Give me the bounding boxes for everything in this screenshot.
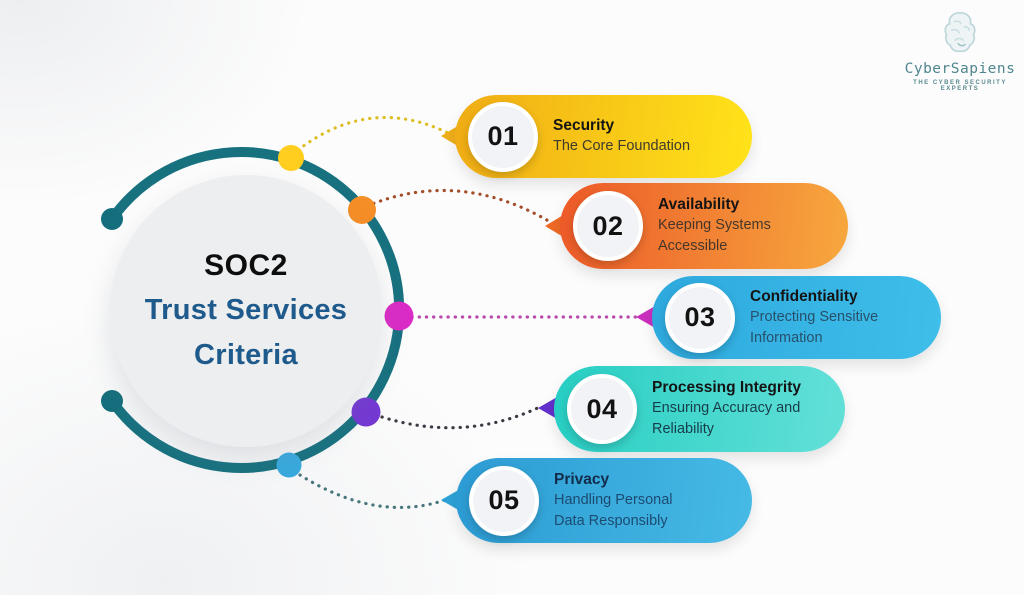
ring-dot-confidentiality — [384, 301, 414, 331]
hub-circle: SOC2 Trust Services Criteria — [110, 175, 382, 447]
ring-endpoint-dot-bottom — [101, 390, 123, 412]
card-tail-processing-integrity — [538, 396, 559, 420]
brain-icon — [944, 11, 976, 53]
card-title: Security — [553, 117, 615, 134]
ring-dot-availability — [348, 196, 376, 224]
card-subtitle-line: Handling Personal — [554, 491, 673, 508]
card-number-badge: 05 — [469, 465, 539, 536]
cybersapiens-logo: CyberSapiens THE CYBER SECURITY EXPERTS — [894, 10, 1024, 92]
card-subtitle-line: Data Responsibly — [554, 512, 668, 529]
connector-dotted-privacy — [298, 473, 450, 509]
card-text-block: Privacy Handling Personal Data Responsib… — [554, 470, 683, 532]
ring-dot-security — [278, 145, 304, 171]
card-tail-confidentiality — [636, 305, 657, 329]
hub-subtitle-line2: Criteria — [194, 339, 298, 371]
card-subtitle-line: The Core Foundation — [553, 138, 691, 154]
card-subtitle-line: Information — [750, 329, 823, 346]
hub-title: SOC2 — [204, 249, 288, 282]
card-text-block: Security The Core Foundation — [553, 116, 700, 157]
card-processing-integrity: 04 Processing Integrity Ensuring Accurac… — [554, 366, 845, 452]
ring-dot-privacy — [276, 452, 302, 478]
card-title: Processing Integrity — [652, 379, 802, 396]
ring-endpoint-dot-top — [101, 208, 123, 230]
card-number-badge: 02 — [573, 191, 643, 261]
hub-subtitle-line1: Trust Services — [144, 294, 348, 326]
connector-dotted-processing-integrity — [380, 404, 544, 430]
card-number-badge: 04 — [567, 374, 637, 444]
card-number-badge: 01 — [468, 101, 538, 172]
card-title: Privacy — [554, 470, 610, 488]
card-security: 01 Security The Core Foundation — [455, 95, 752, 178]
connector-dotted-security — [296, 115, 450, 152]
card-subtitle-line: Keeping Systems — [658, 217, 771, 233]
logo-tagline: THE CYBER SECURITY EXPERTS — [913, 80, 1007, 92]
card-text-block: Availability Keeping Systems Accessible — [658, 195, 781, 257]
card-text-block: Confidentiality Protecting Sensitive Inf… — [750, 287, 888, 349]
card-title: Confidentiality — [750, 287, 858, 305]
card-subtitle-line: Protecting Sensitive — [750, 308, 879, 325]
card-confidentiality: 03 Confidentiality Protecting Sensitive … — [652, 276, 941, 359]
card-subtitle-line: Accessible — [658, 238, 728, 254]
card-number-badge: 03 — [665, 282, 735, 353]
card-text-block: Processing Integrity Ensuring Accuracy a… — [652, 378, 811, 440]
card-subtitle-line: Ensuring Accuracy and — [652, 400, 801, 416]
card-subtitle-line: Reliability — [652, 421, 715, 437]
card-title: Availability — [658, 196, 740, 213]
card-privacy: 05 Privacy Handling Personal Data Respon… — [456, 458, 752, 543]
card-availability: 02 Availability Keeping Systems Accessib… — [560, 183, 848, 269]
connector-dotted-availability — [365, 188, 554, 225]
logo-name: CyberSapiens — [904, 61, 1016, 77]
ring-dot-processing-integrity — [351, 397, 381, 427]
